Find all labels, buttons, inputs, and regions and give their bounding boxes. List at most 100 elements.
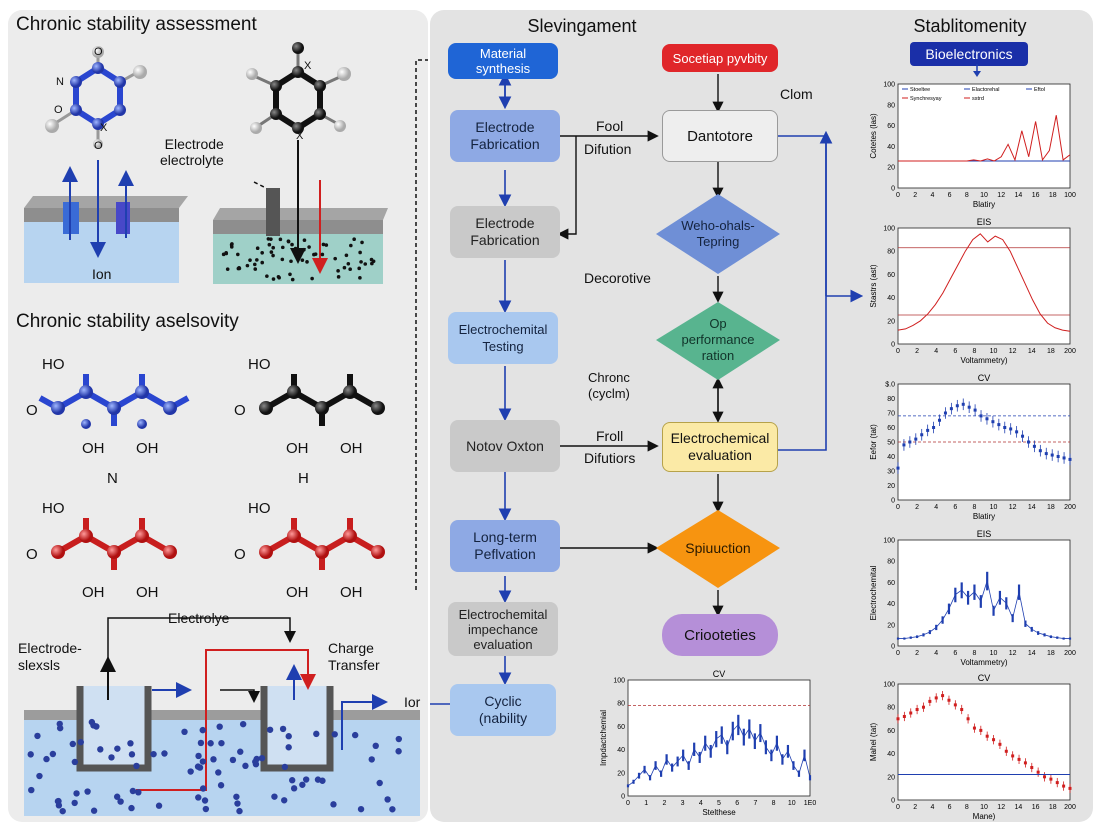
ion-particle [357,266,361,271]
y-tick-label: 40 [617,747,625,754]
ion-particle [129,787,137,795]
ion-particle [293,249,298,253]
long-term-box[interactable]: Long-term Peflvation [450,520,560,572]
ion-particle [258,754,266,762]
data-point [947,698,951,702]
dantotore-box[interactable]: Dantotore [662,110,778,162]
ion-particle [346,261,351,266]
ion-particle [324,243,329,247]
x-axis-label: Mane) [973,812,996,821]
data-point [1011,754,1015,758]
ion-particle [344,253,349,258]
ion-particle [271,793,278,800]
x-tick-label: 10 [980,192,988,199]
electrode-fabrication-box-2[interactable]: Electrode Fabrication [450,206,560,258]
criooteties-box[interactable]: Criooteties [662,614,778,656]
y-tick-label: 80 [887,396,895,403]
ion-particle [71,758,79,766]
ion-particle [372,742,379,750]
ion-particle [368,756,375,763]
atom-label: X [304,60,312,72]
ion-particle [108,754,115,761]
left-title-1: Chronic stability assessment [16,14,257,35]
ion-particle [271,277,276,281]
ion-particle [49,750,57,758]
electrochemical-evaluation-box[interactable]: Electrochemical evaluation [662,422,778,472]
ion-particle [260,260,265,265]
data-point [1044,452,1048,456]
chart-title: CV [978,673,991,683]
electrode-sexis-label: Electrode- slexsls [18,640,82,673]
x-tick-label: 14 [1028,504,1036,511]
chain-label: O [234,546,246,563]
electrode-fabrication-box-1[interactable]: Electrode Fabrication [450,110,560,162]
blue-chain-atoms [51,385,177,429]
plot-area [897,227,1071,345]
ion-particle [230,242,234,246]
x-tick-label: 2 [913,804,917,811]
atom-label: O [94,140,103,152]
x-tick-label: 200 [1064,804,1076,811]
data-point [1003,426,1007,429]
electrode-electrolyte-label: Electrode electrolyte [160,136,224,168]
ion-particle [358,276,362,280]
x-tick-label: 8 [965,804,969,811]
ion-particle [135,789,142,796]
chart-title: EIS [977,217,992,227]
ion-particle [269,237,273,241]
x-axis-label: Stelthese [702,808,736,817]
x-tick-label: 2 [915,504,919,511]
y-tick-label: 60 [887,580,895,587]
data-point [941,694,945,698]
top-red-box[interactable]: Socetiap pyvbity [662,44,778,72]
red-chain-molecule-2 [264,518,380,570]
x-tick-label: 0 [896,192,900,199]
data-point [926,428,930,432]
ion-particle [342,265,347,270]
x-tick-label: 12 [1009,650,1017,657]
x-tick-label: 1E0 [804,800,816,807]
data-point [938,418,942,422]
x-tick-label: 18 [1049,192,1057,199]
bioelectronics-badge[interactable]: Bioelectronics [910,42,1028,66]
notov-oxton-box[interactable]: Notov Oxton [450,420,560,472]
x-tick-label: 2 [915,650,919,657]
chain-label: HO [248,356,271,373]
data-point [920,433,924,437]
x-tick-label: 10 [788,800,796,807]
impedance-evaluation-box[interactable]: Electrochemital impechance evaluation [448,602,558,656]
ion-particle [237,748,244,755]
cyclic-box[interactable]: Cyclic (nability [450,684,556,736]
data-point [908,440,912,444]
material-synthesis-box[interactable]: Material synthesis [448,43,558,79]
data-point [1068,786,1072,790]
electrochemical-testing-box[interactable]: Electrochemital Testing [448,312,558,364]
data-point [979,728,983,732]
ion-particle [336,275,341,279]
plot-area [627,679,811,797]
x-tick-label: 2 [662,800,666,807]
ion-particle [269,250,274,254]
ion-particle [27,751,34,758]
chain-label: O [26,546,38,563]
data-point [998,742,1002,746]
data-point [1015,430,1019,434]
data-point [985,734,989,738]
atom-label: N [56,76,64,88]
ion-particle [84,788,91,795]
ion-particle [197,739,205,747]
data-point [932,426,936,429]
y-tick-label: 20 [617,770,625,777]
series-line [898,579,1070,639]
x-tick-label: 5 [717,800,721,807]
data-point [902,714,906,718]
ion-particle [331,731,338,738]
chain-label: HO [42,356,65,373]
x-tick-label: 6 [735,800,739,807]
ion-particle [300,258,305,262]
x-tick-label: 8 [772,800,776,807]
ion-particle [290,785,298,792]
data-point [915,708,919,712]
